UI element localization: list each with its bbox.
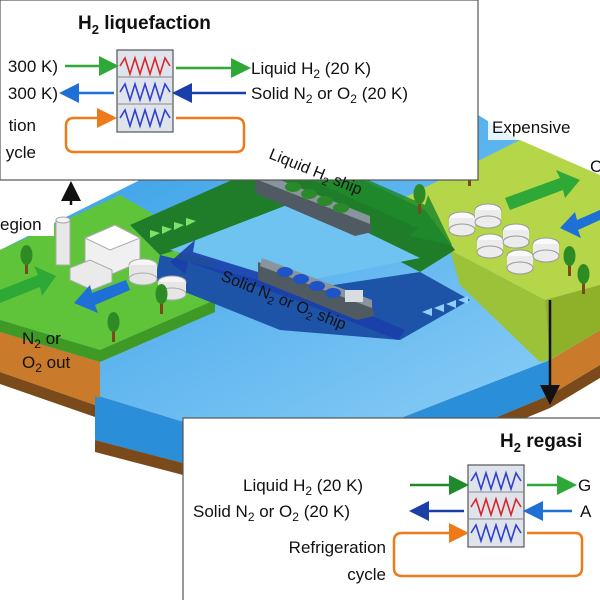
tree [563, 246, 576, 276]
tree [413, 184, 426, 214]
regasification-panel: H2 regasi Liquid H2 (20 K) Solid N2 or O… [182, 417, 600, 600]
regas-refrigeration-loop [392, 523, 584, 578]
liquefaction-panel: H2 liquefaction 300 K) 300 K) tion ycle … [0, 0, 479, 181]
h2-in-temp-label: 300 K) [8, 57, 58, 76]
liquid-h2-out-label: Liquid H2 (20 K) [251, 59, 371, 81]
regas-storage-tanks [448, 203, 560, 275]
liquefaction-heat-exchanger [116, 49, 174, 133]
n2-in-arrow-right [560, 210, 600, 238]
n2-out-temp-label: 300 K) [8, 84, 58, 103]
liquefaction-title: H2 liquefaction [78, 13, 211, 37]
blue-coil-icon [119, 107, 171, 129]
n2-out-label-1: N2 or [22, 329, 61, 351]
red-coil-icon [470, 496, 522, 518]
liquefaction-plant [55, 216, 187, 301]
n2-tank-3 [309, 281, 325, 291]
solid-n2-out-label: Solid N2 or O2 (20 K) [193, 502, 350, 524]
tree [155, 284, 168, 314]
tree [577, 264, 590, 294]
inner-sea [170, 200, 420, 282]
n2-out-label-2: O2 out [22, 353, 71, 375]
region-label: egion [0, 215, 42, 234]
regas-refrigeration-label-2: cycle [347, 565, 386, 584]
h2-in-arrow-left [0, 266, 56, 303]
tree [20, 245, 33, 274]
n2-tank-1 [277, 267, 293, 277]
n2-tank-4 [325, 288, 341, 298]
air-in-label: A [580, 502, 592, 521]
green-chevrons [150, 218, 196, 238]
regas-title: H2 regasi [500, 431, 582, 455]
regas-refrigeration-label-1: Refrigeration [289, 538, 386, 557]
blue-coil-icon [119, 81, 171, 103]
refrigeration-label-1: tion [9, 116, 36, 135]
blue-chevrons [422, 296, 468, 316]
right-region-label: C [590, 157, 600, 176]
refrigeration-label-2: ycle [6, 143, 36, 162]
n2-out-arrow-left [74, 280, 130, 313]
blue-coil-icon [470, 470, 522, 492]
red-coil-icon [119, 55, 171, 77]
h2-tank-2 [301, 189, 317, 199]
blue-coil-icon [470, 522, 522, 544]
refrigeration-cycle-loop [64, 108, 246, 154]
h2-tank-4 [333, 203, 349, 213]
h2-out-arrow-right [505, 170, 580, 210]
liquid-h2-in-label: Liquid H2 (20 K) [243, 476, 363, 498]
expensive-label: Expensive [492, 118, 570, 137]
gas-out-label: G [578, 476, 591, 495]
h2-tank-1 [285, 182, 301, 192]
tree [107, 312, 120, 342]
solid-n2-in-label: Solid N2 or O2 (20 K) [251, 84, 408, 106]
n2-tank-2 [293, 274, 309, 284]
solid-n2-ship [258, 258, 374, 320]
regas-heat-exchanger [467, 464, 525, 548]
h2-tank-3 [317, 196, 333, 206]
